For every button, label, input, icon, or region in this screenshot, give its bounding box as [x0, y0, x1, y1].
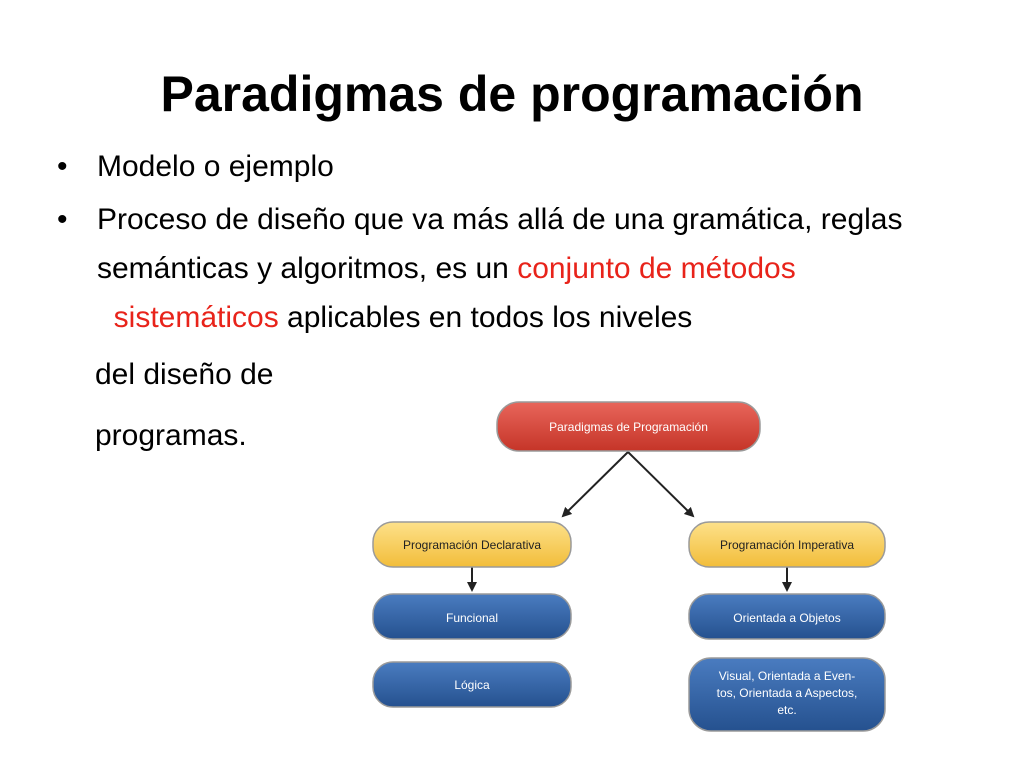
slide-title: Paradigmas de programación — [160, 66, 864, 122]
node-label: Orientada a Objetos — [733, 611, 840, 625]
bullet-text: aplicables en todos los niveles — [278, 301, 693, 334]
node-label: Programación Declarativa — [403, 538, 541, 552]
bullet-dot-icon: • — [57, 150, 68, 183]
node-label: Lógica — [454, 678, 490, 692]
node-label: Programación Imperativa — [720, 538, 854, 552]
highlighted-text: conjunto de métodos — [517, 252, 796, 285]
diagram-branch-node: Programación Declarativa — [372, 521, 572, 568]
diagram-connectors — [467, 451, 792, 592]
bullet-text: Modelo o ejemplo — [97, 150, 334, 183]
bullet-list: • Modelo o ejemplo • Proceso de diseño q… — [55, 142, 975, 342]
diagram-leaf-node: Orientada a Objetos — [688, 593, 886, 640]
paradigm-diagram: Paradigmas de Programación Programación … — [355, 392, 895, 737]
node-label: Paradigmas de Programación — [549, 420, 708, 434]
connector-arrow — [627, 451, 695, 518]
bullet-dot-icon: • — [57, 203, 68, 236]
connector-arrow — [561, 451, 629, 518]
diagram-leaf-node: Funcional — [372, 593, 572, 640]
diagram-leaf-node: Lógica — [372, 661, 572, 708]
highlighted-text: sistemáticos — [113, 301, 279, 334]
node-label: Visual, Orientada a Even- — [719, 669, 856, 683]
node-label: etc. — [777, 703, 796, 717]
continuation-line: programas. — [95, 419, 247, 452]
node-label: Funcional — [446, 611, 498, 625]
continuation-line: del diseño de — [95, 358, 274, 391]
node-label: tos, Orientada a Aspectos, — [717, 686, 858, 700]
diagram-branch-node: Programación Imperativa — [688, 521, 886, 568]
highlight-gap — [97, 301, 114, 334]
bullet-item: • Modelo o ejemplo — [55, 142, 975, 191]
bullet-item: • Proceso de diseño que va más allá de u… — [55, 195, 975, 342]
diagram-leaf-node: Visual, Orientada a Even- tos, Orientada… — [688, 657, 886, 732]
diagram-root-node: Paradigmas de Programación — [496, 401, 761, 452]
bullet-text: Proceso de diseño que va más allá de una… — [97, 203, 903, 285]
